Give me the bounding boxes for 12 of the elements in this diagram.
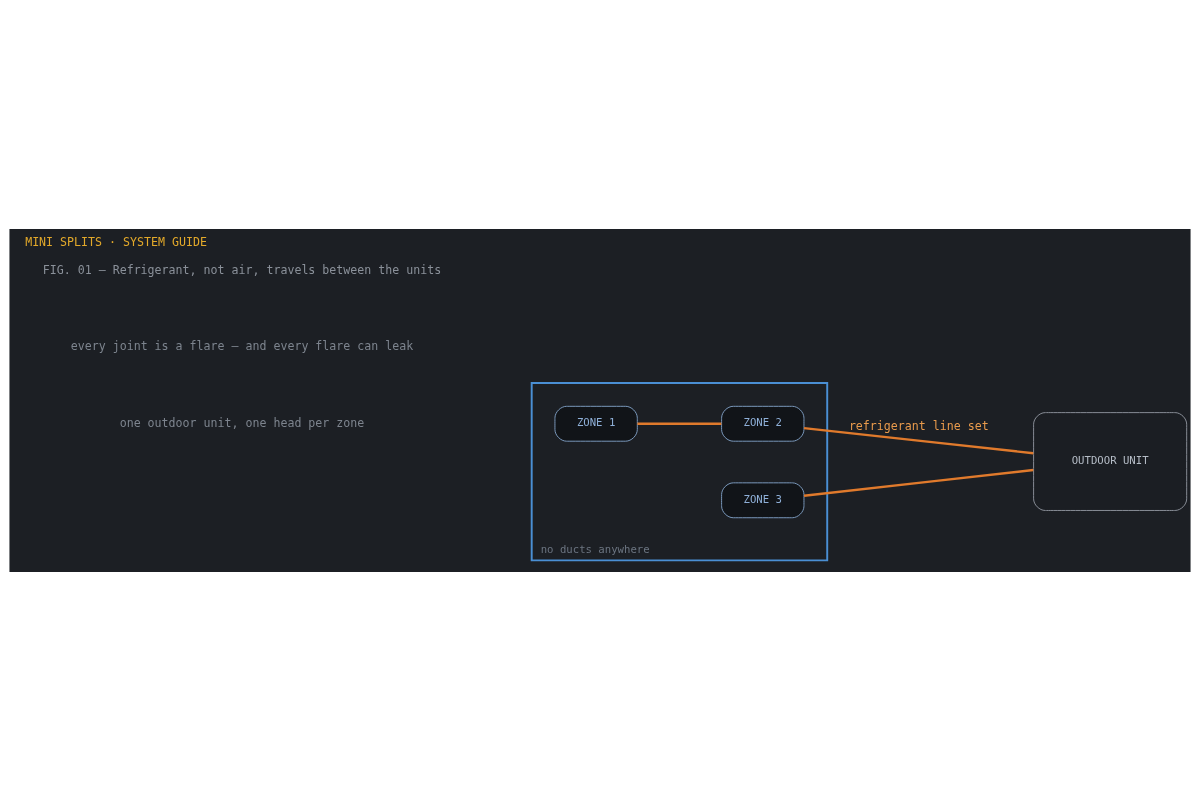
node-box: OUTDOOR UNIT	[1033, 411, 1188, 511]
diagram-title: MINI SPLITS · SYSTEM GUIDE	[25, 234, 207, 249]
caption: FIG. 01 — Refrigerant, not air, travels between the units	[42, 262, 442, 277]
edge-label: refrigerant line set	[848, 418, 989, 433]
label: one outdoor unit, one head per zone	[119, 415, 365, 430]
label: every joint is a flare — and every flare can leak	[70, 338, 414, 353]
node-box: ZONE 1	[554, 405, 638, 442]
connector	[803, 426, 1034, 454]
connector	[637, 422, 722, 425]
node-box: ZONE 2	[721, 405, 805, 442]
node-box: ZONE 3	[721, 481, 805, 518]
connector	[803, 468, 1034, 497]
